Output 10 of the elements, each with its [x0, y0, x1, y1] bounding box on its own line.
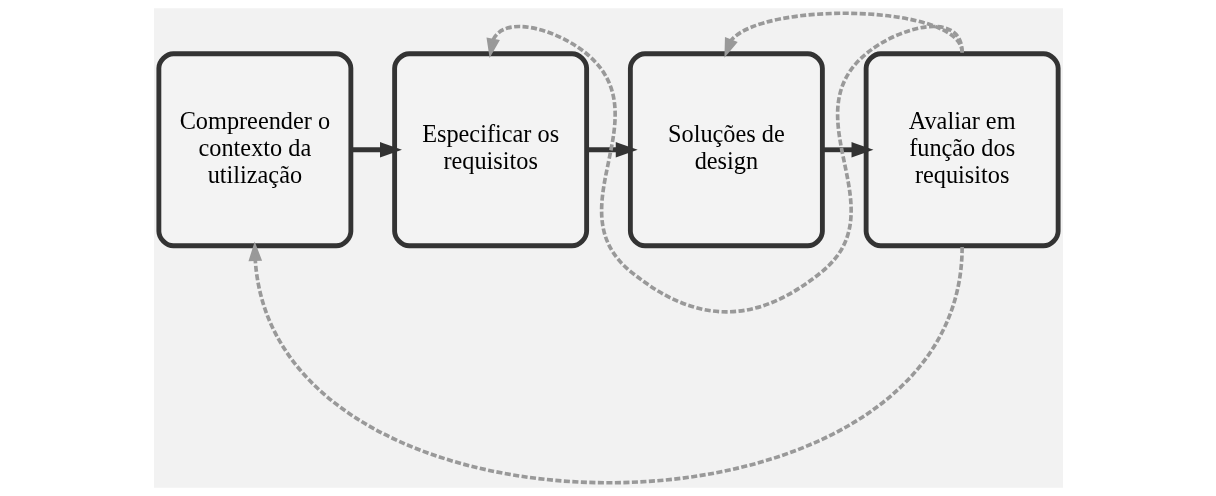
node-box: Especificar os requisitos: [391, 51, 589, 249]
arrow: [586, 142, 638, 158]
node-box: Soluções de design: [627, 51, 825, 249]
arrow: [822, 142, 873, 158]
node-box: Compreender o contexto da utilização: [155, 51, 353, 249]
node-box: Avaliar em função dos requisitos: [863, 51, 1061, 249]
arrow: [723, 11, 964, 58]
arrow: [486, 24, 964, 314]
arrow: [350, 142, 402, 158]
arrow: [247, 241, 964, 485]
